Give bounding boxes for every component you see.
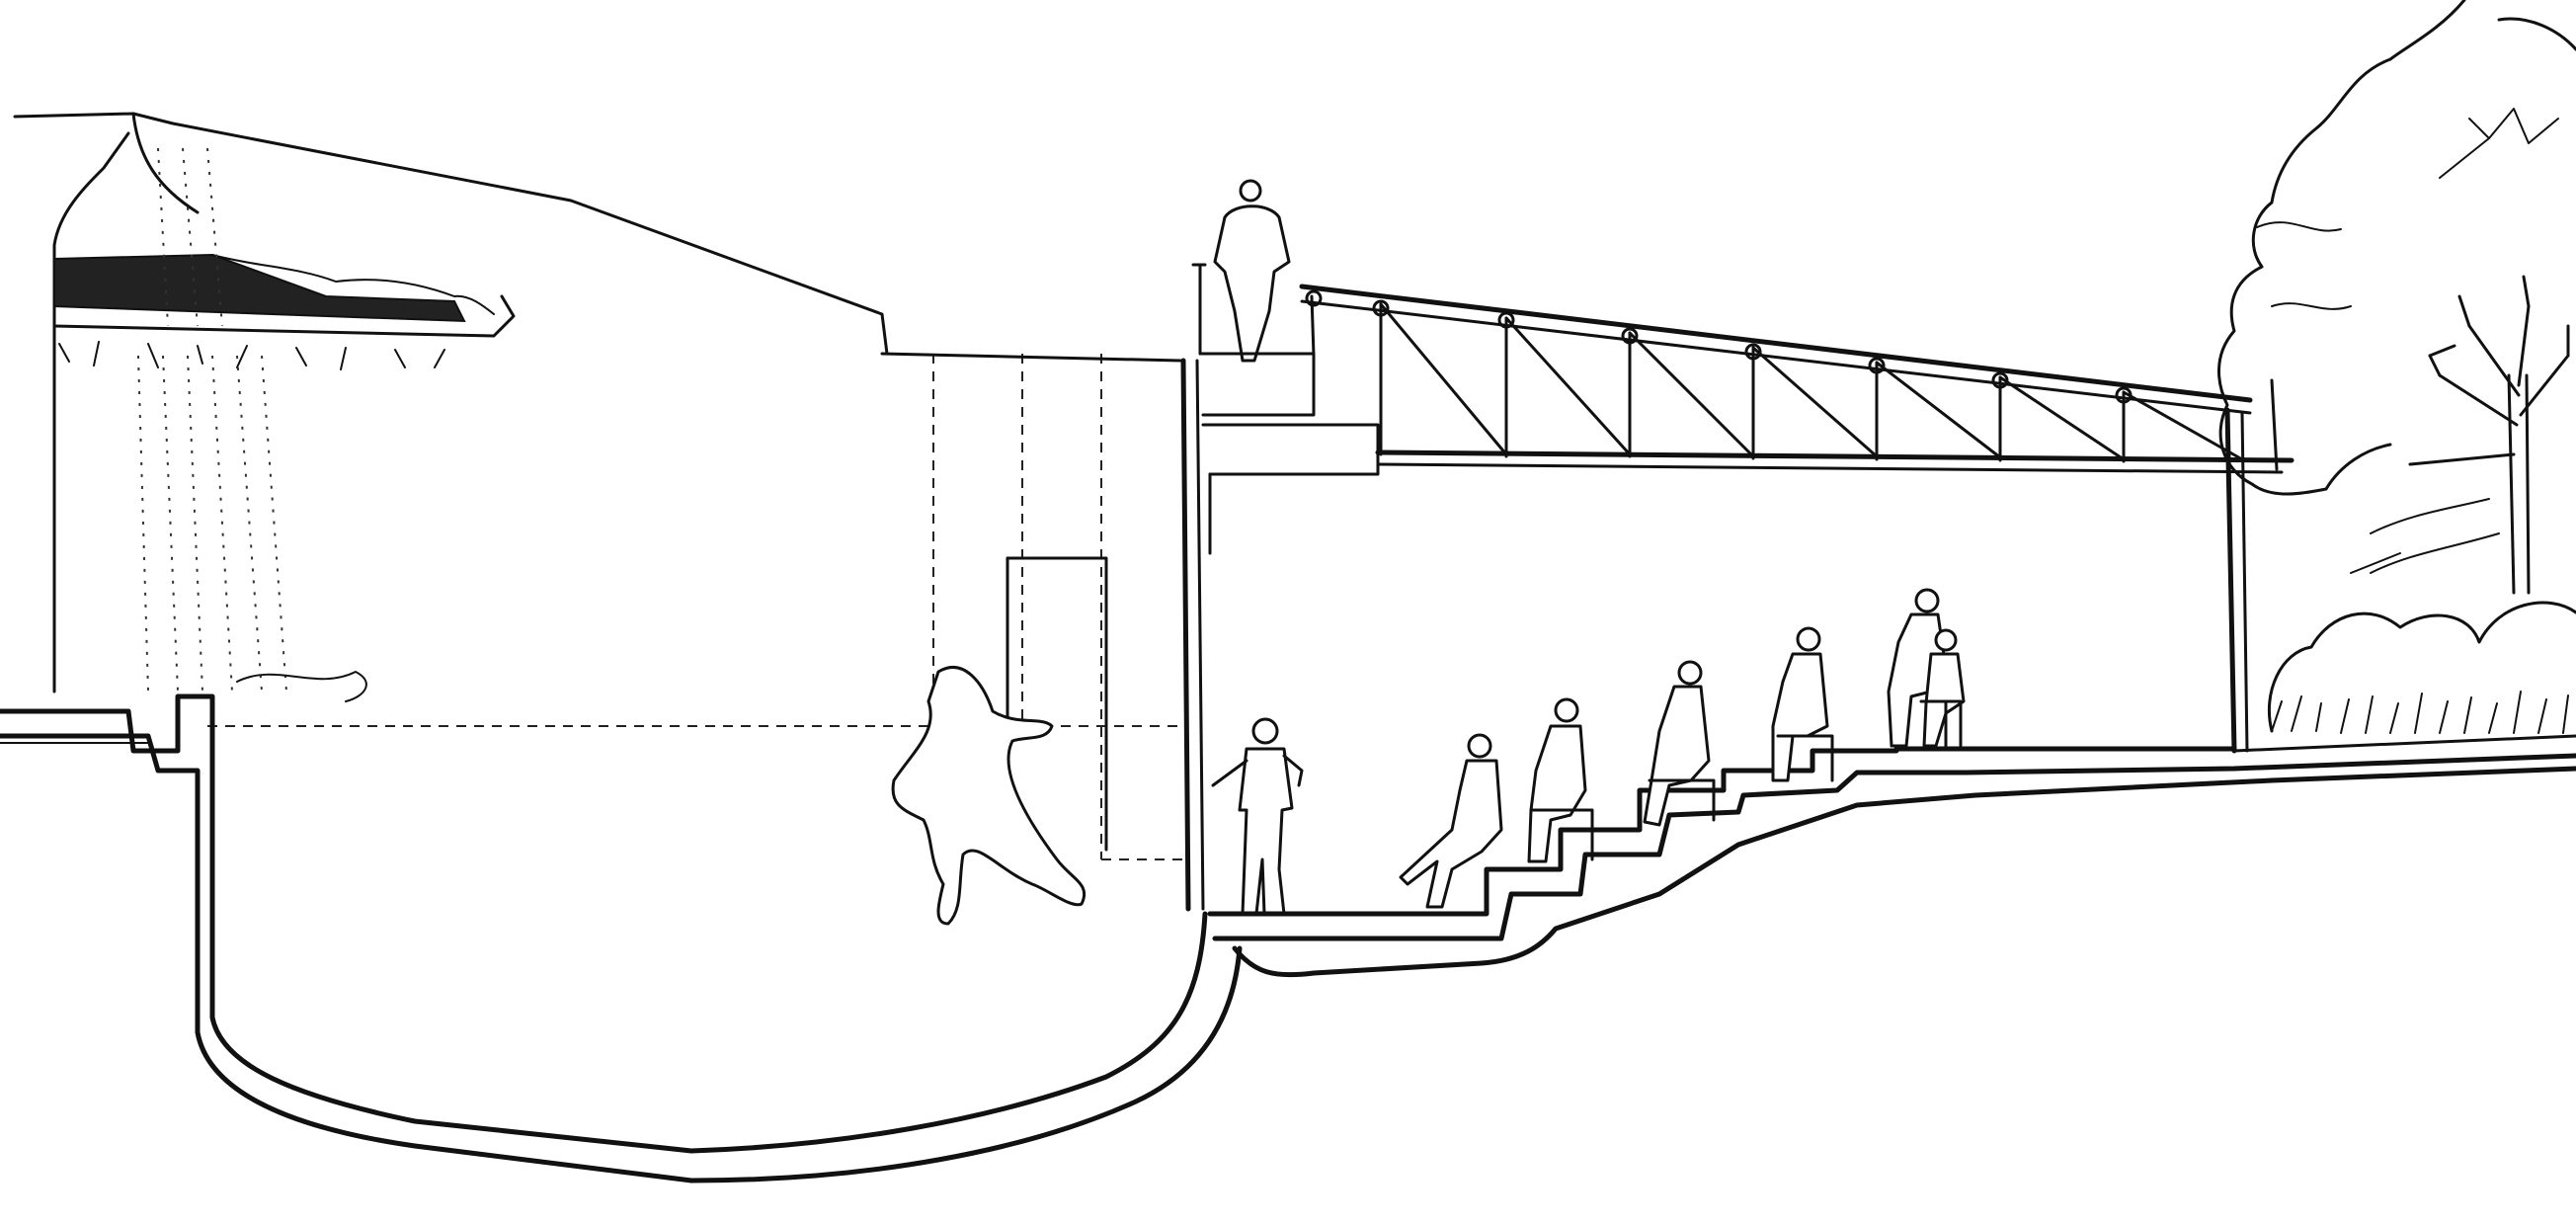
person-icon [1919,628,1966,748]
pool-wall [880,352,1205,912]
person-icon [1887,588,1950,748]
pool-basin [0,694,1243,1183]
swimmer-icon [891,666,1087,926]
person-icon [1191,179,1291,363]
person-icon [1643,660,1716,827]
waterfall-icon [13,112,889,702]
person-icon [1771,626,1834,782]
person-icon [1527,697,1594,863]
diving-platform [1198,352,1380,555]
person-icon [1211,717,1304,916]
water-surface [207,354,1185,860]
truss-icon [1299,284,2294,754]
tree-icon [2217,0,2576,734]
person-icon [1399,733,1503,909]
seating-steps [1207,734,2576,978]
